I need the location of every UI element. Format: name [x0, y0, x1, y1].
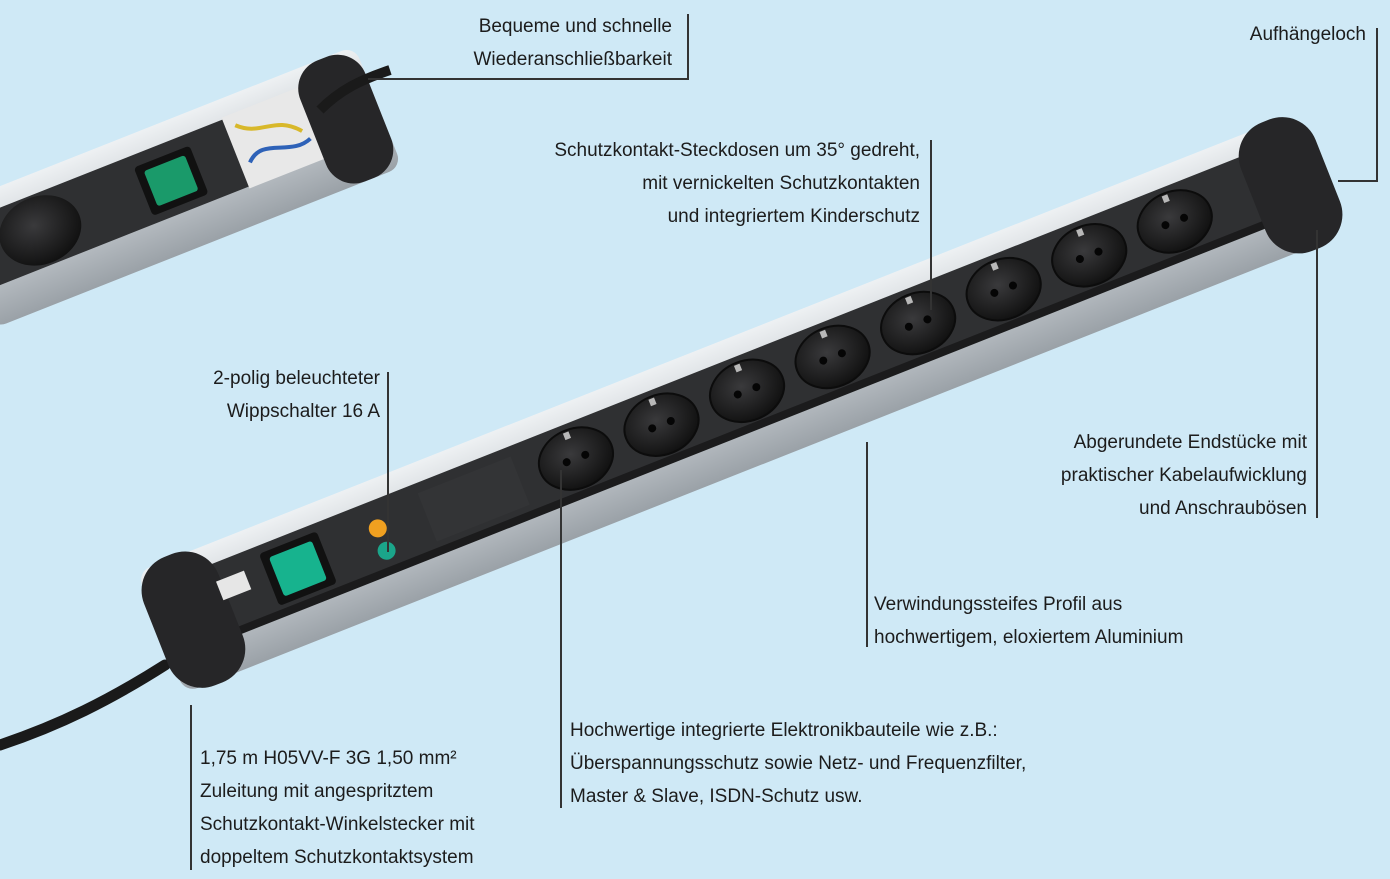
callout-reconnect: Bequeme und schnelle Wiederanschließbark… — [473, 16, 672, 70]
indicator-orange — [368, 519, 387, 538]
callout-hanging-hole: Aufhängeloch — [1249, 24, 1366, 45]
leader-electronics — [560, 470, 562, 808]
callout-cable: 1,75 m H05VV-F 3G 1,50 mm² Zuleitung mit… — [200, 748, 475, 868]
leader-reconnect-v — [687, 14, 689, 80]
leader-hole-h — [1338, 180, 1378, 182]
socket-7 — [1051, 223, 1128, 288]
callout-sockets: Schutzkontakt-Steckdosen um 35° gedreht,… — [554, 140, 920, 227]
power-strip — [141, 117, 1343, 689]
socket-6 — [965, 256, 1042, 322]
callout-switch: 2-polig beleuchteter Wippschalter 16 A — [213, 368, 380, 422]
brand-mark — [216, 570, 252, 601]
leader-profile — [866, 442, 868, 647]
socket-8 — [1136, 189, 1213, 254]
callout-profile: Verwindungssteifes Profil aus hochwertig… — [874, 594, 1184, 648]
socket-2 — [623, 392, 700, 457]
leader-sockets — [930, 140, 932, 310]
power-strip-open — [0, 50, 399, 325]
indicator-green — [377, 541, 396, 560]
socket-4 — [794, 324, 871, 390]
end-cap-right — [1238, 117, 1343, 254]
socket-1 — [537, 426, 614, 491]
leader-cable — [190, 705, 192, 870]
socket-5 — [880, 290, 957, 356]
callout-end-pieces: Abgerundete Endstücke mit praktischer Ka… — [1060, 432, 1307, 519]
leader-switch — [387, 372, 389, 552]
power-cable — [0, 659, 171, 751]
leader-end — [1316, 230, 1318, 518]
leader-hole-v — [1376, 28, 1378, 182]
leader-reconnect-h — [368, 78, 688, 80]
socket-3 — [709, 358, 786, 423]
callout-electronics: Hochwertige integrierte Elektronikbautei… — [570, 720, 1027, 807]
